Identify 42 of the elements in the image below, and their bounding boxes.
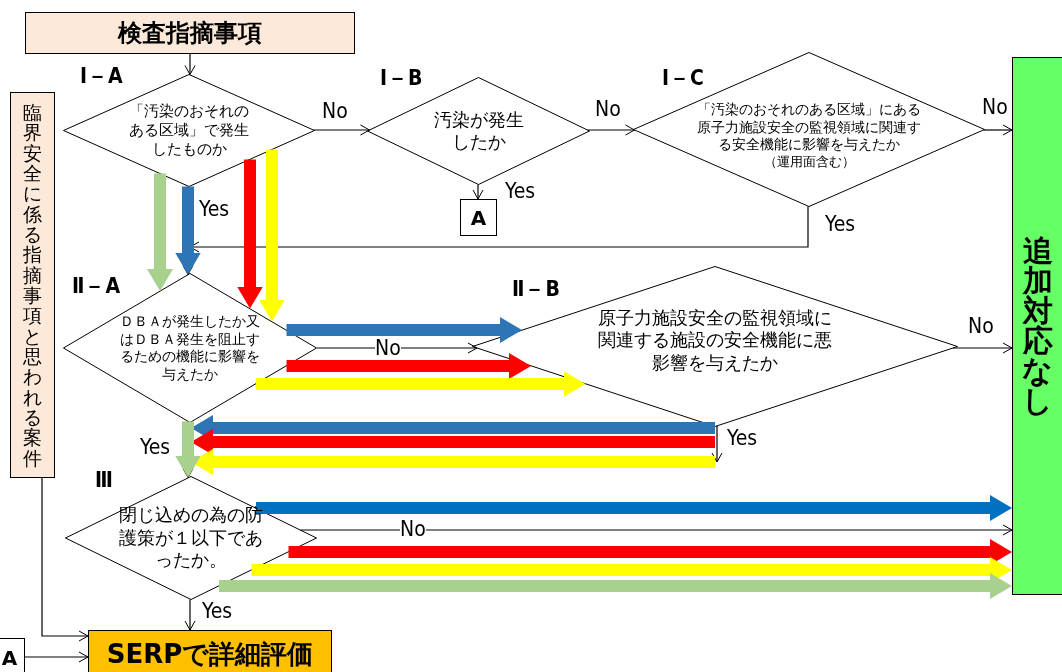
arrow xyxy=(184,598,196,631)
arrow xyxy=(175,186,201,275)
question-text: 「汚染のおそれのある区域」にある原子力施設安全の監視領域に関連する安全機能に影響を与えたか xyxy=(696,101,922,154)
arrow xyxy=(472,183,484,200)
arrow xyxy=(191,429,715,455)
section-label: Ⅱ－A xyxy=(72,273,121,300)
arrow xyxy=(175,421,201,478)
arrow xyxy=(286,317,522,343)
title-box: 検査指摘事項 xyxy=(25,12,355,54)
result-box: 追加対応なし xyxy=(1012,57,1062,595)
arrow xyxy=(312,124,371,136)
section-label: Ⅰ－C xyxy=(662,65,704,92)
arrow xyxy=(41,477,89,642)
section-label: Ⅱ－B xyxy=(512,276,560,303)
arrow xyxy=(299,524,1013,536)
arrow xyxy=(259,149,285,322)
arrow xyxy=(147,173,173,291)
arrow xyxy=(184,53,196,76)
section-label: Ⅰ－A xyxy=(80,63,123,90)
question-text: （運用面含む） xyxy=(762,153,856,170)
side-box: 臨界安全に係る指摘事項と思われる案件 xyxy=(10,92,55,478)
question-text: 閉じ込めの為の防護策が１以下であったか。 xyxy=(118,504,264,572)
arrow xyxy=(24,651,89,663)
question-text: ＤＢＡが発生したか又はＤＢＡ発生を阻止するための機能に影響を与えたか xyxy=(119,313,261,383)
arrow xyxy=(286,353,531,379)
arrow xyxy=(256,371,586,397)
arrow xyxy=(711,425,723,463)
arrow xyxy=(237,159,263,309)
arrow xyxy=(256,495,1012,521)
result-box: SERPで詳細評価 xyxy=(88,630,332,672)
arrow xyxy=(219,573,1012,599)
section-label: Ⅲ xyxy=(95,468,113,492)
question-text: 汚染が発生したか xyxy=(432,108,525,154)
connector-box: A xyxy=(0,638,25,672)
arrow xyxy=(316,342,478,354)
arrow xyxy=(982,124,1013,136)
question-text: 原子力施設安全の監視領域に関連する施設の安全機能に悪影響を与えたか xyxy=(597,306,833,375)
connector-box: A xyxy=(460,199,497,236)
question-text: 「汚染のおそれのある区域」で発生したものか xyxy=(129,102,249,159)
arrow xyxy=(586,124,636,136)
section-label: Ⅰ－B xyxy=(380,65,423,92)
arrow xyxy=(952,342,1013,354)
